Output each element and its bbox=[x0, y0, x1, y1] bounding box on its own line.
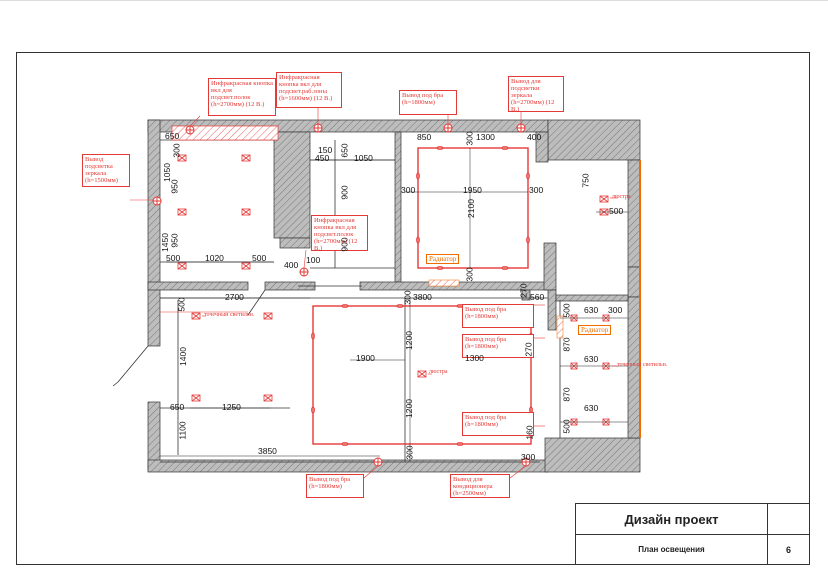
title-block: Дизайн проект План освещения 6 bbox=[575, 503, 810, 565]
dim-150: 150 bbox=[318, 145, 333, 155]
note-mirror-left: Вывод подсветка зеркала (h=1500мм) bbox=[82, 154, 130, 187]
dim-300-f: 300 bbox=[521, 452, 536, 462]
dim-300-g: 300 bbox=[608, 305, 623, 315]
chandelier-tag-2: люстра bbox=[429, 369, 448, 375]
dim-750: 750 bbox=[580, 173, 591, 188]
dim-300-d: 300 bbox=[402, 290, 413, 305]
dim-500-x: 500 bbox=[561, 419, 572, 434]
dim-1300-b: 1300 bbox=[465, 353, 484, 363]
spot-tag-1: точечный светильн. bbox=[204, 312, 255, 318]
dim-650-b: 650 bbox=[170, 402, 185, 412]
dim-1300: 1300 bbox=[476, 132, 495, 142]
dim-3800: 3800 bbox=[413, 292, 432, 302]
dim-1450: 1450 bbox=[159, 233, 170, 252]
sheet-number: 6 bbox=[785, 544, 791, 555]
sheet-title: План освещения bbox=[576, 535, 768, 564]
shelf-hatch bbox=[171, 125, 279, 141]
radiator-label-2: Радиатор bbox=[578, 325, 612, 335]
dim-270-a: 270 bbox=[518, 283, 529, 298]
dim-500-c: 500 bbox=[609, 206, 624, 216]
note-sconce-right-3: Вывод под бра (h=1800мм) bbox=[462, 412, 534, 436]
spot-tag-2: точечный светильн. bbox=[617, 362, 668, 368]
outlet-markers bbox=[152, 123, 531, 467]
dim-1400: 1400 bbox=[177, 347, 188, 366]
dim-1250: 1250 bbox=[222, 402, 241, 412]
project-title: Дизайн проект bbox=[576, 504, 768, 535]
dim-160: 160 bbox=[524, 425, 535, 440]
dim-300-top: 300 bbox=[464, 131, 475, 146]
dim-300-c: 300 bbox=[464, 267, 475, 282]
dim-100: 100 bbox=[306, 255, 321, 265]
dim-630-c: 630 bbox=[584, 403, 599, 413]
dim-1950: 1950 bbox=[463, 185, 482, 195]
dim-500-w: 500 bbox=[561, 303, 572, 318]
dim-630-a: 630 bbox=[584, 305, 599, 315]
chandelier-tag-1: люстра bbox=[612, 194, 631, 200]
dim-3850: 3850 bbox=[258, 446, 277, 456]
dim-300-a: 300 bbox=[171, 143, 182, 158]
note-sconce-top: Вывод под бра (h=1800мм) bbox=[399, 90, 457, 115]
dim-1900: 1900 bbox=[356, 353, 375, 363]
dim-950-b: 950 bbox=[169, 233, 180, 248]
dim-1100: 1100 bbox=[177, 421, 188, 440]
dim-500-v: 500 bbox=[176, 297, 187, 312]
dim-950-a: 950 bbox=[169, 179, 180, 194]
dim-560: 560 bbox=[530, 292, 545, 302]
dim-500-b: 500 bbox=[252, 253, 267, 263]
dim-630-b: 630 bbox=[584, 354, 599, 364]
dim-1020: 1020 bbox=[205, 253, 224, 263]
dim-870-b: 870 bbox=[561, 387, 572, 402]
radiator-label-1: Радиатор bbox=[426, 254, 460, 264]
dim-300-r: 300 bbox=[529, 185, 544, 195]
dim-2100: 2100 bbox=[465, 199, 476, 218]
dim-300-e: 300 bbox=[404, 445, 415, 460]
dim-500-a: 500 bbox=[166, 253, 181, 263]
note-ir-button-work: Инфракрасная кнопка вкл для подсвет.раб.… bbox=[276, 72, 342, 108]
dim-2700: 2700 bbox=[225, 292, 244, 302]
note-ac-outlet: Вывод для кондиционера (h=2500мм) bbox=[450, 474, 510, 498]
dim-1200-b: 1200 bbox=[403, 399, 414, 418]
dim-300-l: 300 bbox=[401, 185, 416, 195]
dim-850: 850 bbox=[417, 132, 432, 142]
note-sconce-bottom: Вывод под бра (h=1800мм) bbox=[306, 474, 364, 498]
dim-650-top: 650 bbox=[165, 131, 180, 141]
dim-650-v: 650 bbox=[339, 143, 350, 158]
dim-450: 450 bbox=[315, 153, 330, 163]
drawing-frame bbox=[16, 52, 810, 565]
dim-400: 400 bbox=[284, 260, 299, 270]
dim-900-b: 900 bbox=[339, 237, 350, 252]
top-divider bbox=[0, 0, 828, 1]
note-sconce-right-1: Вывод под бра (h=1800мм) bbox=[462, 304, 534, 328]
note-ir-button-shelf: Инфракрасная кнопка вкл для подсвет.поло… bbox=[311, 215, 368, 252]
leader-lines bbox=[130, 108, 618, 479]
note-ir-button-ceiling: Инфракрасная кнопка вкл для подсвет.поло… bbox=[208, 78, 276, 116]
dim-870-a: 870 bbox=[561, 337, 572, 352]
note-sconce-right-2: Вывод под бра (h=1800мм) bbox=[462, 334, 534, 358]
dimension-lines bbox=[160, 148, 628, 462]
dim-1200-a: 1200 bbox=[403, 331, 414, 350]
light-strips bbox=[160, 147, 532, 445]
dim-400-b: 400 bbox=[527, 132, 542, 142]
dim-900-a: 900 bbox=[339, 185, 350, 200]
window-orange bbox=[428, 160, 641, 438]
dim-1050-m: 1050 bbox=[354, 153, 373, 163]
title-block-empty-cell bbox=[768, 504, 809, 535]
dim-270-b: 270 bbox=[523, 342, 534, 357]
note-mirror-top: Вывод для подсветки зеркала (h=2700мм) (… bbox=[508, 76, 564, 113]
